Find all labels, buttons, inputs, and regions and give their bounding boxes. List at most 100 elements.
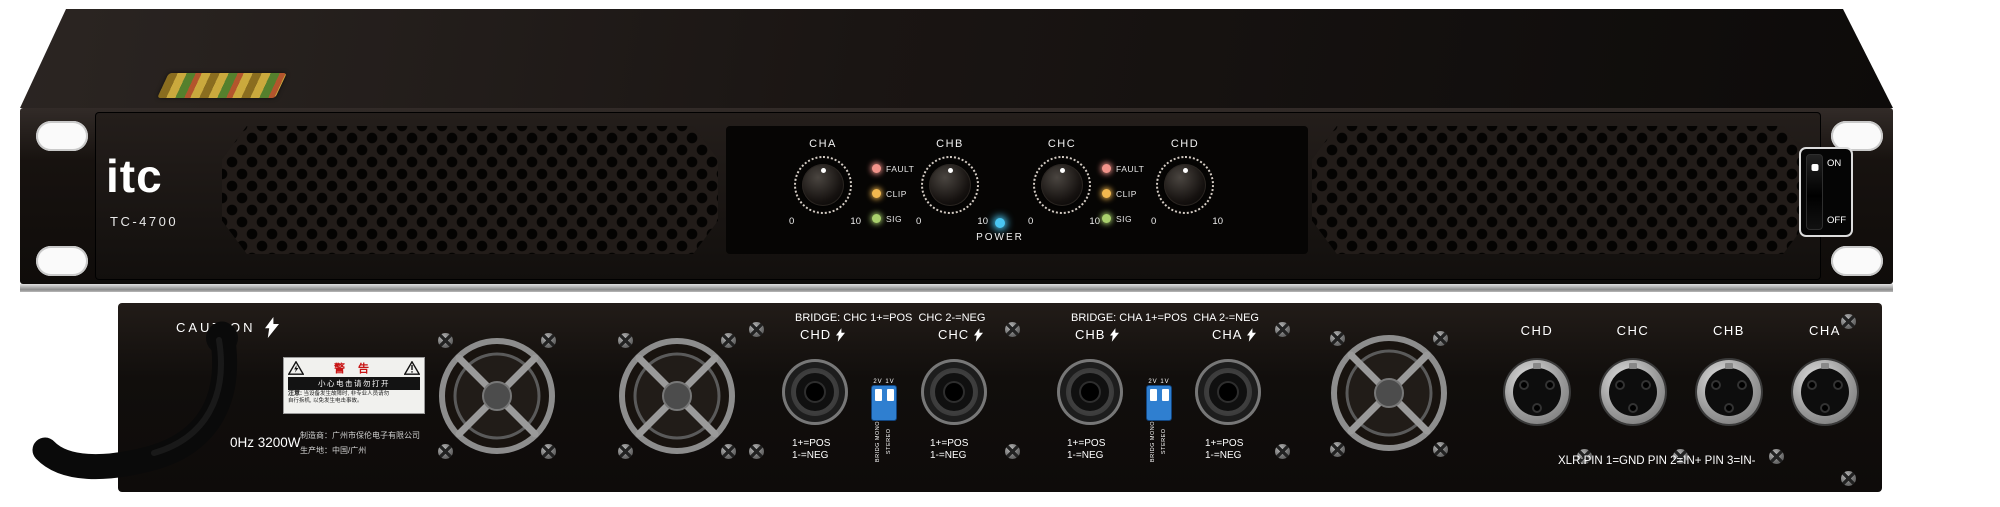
knob-indicator: [1059, 168, 1065, 173]
polarity-pos: 1+=POS: [930, 438, 969, 449]
sig-led-row: SIG: [1102, 206, 1144, 231]
channel-b-control: CHB 0 10: [912, 138, 988, 227]
screw-icon: [1433, 442, 1448, 457]
knob-cap[interactable]: [1041, 164, 1083, 206]
xlr-connector-cha: [1793, 360, 1857, 424]
warning-strip: 小心电击请勿打开: [288, 377, 420, 390]
power-label: POWER: [976, 232, 1024, 243]
fault-led-label: FAULT: [1116, 163, 1145, 174]
fault-led: [1102, 164, 1111, 173]
model-label: TC-4700: [110, 214, 179, 229]
xlr-label-chd: CHD: [1520, 323, 1554, 338]
scale-min: 0: [1028, 216, 1034, 227]
sig-led: [1102, 214, 1111, 223]
power-rocker[interactable]: [1806, 154, 1823, 230]
caution-warning: CAUTION: [176, 317, 279, 338]
gain-knob-chb[interactable]: 0 10: [916, 156, 988, 227]
dip-switch-block[interactable]: [1147, 386, 1171, 420]
fault-led-row: FAULT: [872, 156, 914, 181]
knob-scale-ring: [1156, 156, 1214, 214]
knob-indicator: [1182, 168, 1188, 173]
screw-icon: [541, 444, 556, 459]
screw-icon: [1275, 322, 1290, 337]
speakon-label-text: CHC: [938, 327, 970, 342]
channel-c-control: CHC 0 10: [1024, 138, 1100, 227]
bridge-note-1: BRIDGE: CHC 1+=POS CHC 2-=NEG: [795, 312, 986, 324]
scale-max: 10: [977, 216, 988, 227]
polarity-pos: 1+=POS: [1067, 438, 1106, 449]
warning-note-line1: 当设备发生故障时, 非专业人员请勿: [303, 391, 390, 397]
rack-ear-hole: [1831, 121, 1883, 151]
dip-switch-block[interactable]: [872, 386, 896, 420]
speakon-label-chc: CHC: [938, 327, 984, 342]
speakon-label-text: CHA: [1212, 327, 1243, 342]
knob-indicator: [947, 168, 953, 173]
channel-d-control: CHD 0 10: [1147, 138, 1223, 227]
screw-icon: [438, 444, 453, 459]
screw-icon: [1005, 322, 1020, 337]
dip-bridge-mono-label: BRIDG MONO: [1150, 421, 1156, 463]
clip-led: [1102, 189, 1111, 198]
polarity-note-chb: 1+=POS 1-=NEG: [1067, 438, 1105, 462]
polarity-pos: 1+=POS: [792, 438, 831, 449]
clip-led-label: CLIP: [1116, 188, 1137, 199]
screw-icon: [1005, 444, 1020, 459]
power-switch[interactable]: ON OFF: [1799, 147, 1853, 237]
channel-b-label: CHB: [936, 138, 964, 150]
manufacturer-line1: 制造商：广州市保伦电子有限公司: [300, 431, 420, 440]
scale-min: 0: [789, 216, 795, 227]
xlr-pinout-note: XLR:PIN 1=GND PIN 2=IN+ PIN 3=IN-: [1558, 455, 1756, 467]
screw-icon: [1577, 449, 1592, 464]
fault-led-row: FAULT: [1102, 156, 1144, 181]
warning-label: 警 告 小心电击请勿打开 注意: 当设备发生故障时, 非专业人员请勿 自行拆机,…: [283, 357, 425, 414]
channel-a-control: CHA 0 10: [785, 138, 861, 227]
gain-knob-chc[interactable]: 0 10: [1028, 156, 1100, 227]
knob-scale-ring: [921, 156, 979, 214]
screw-icon: [1841, 471, 1856, 486]
speakon-label-chd: CHD: [800, 327, 846, 342]
rack-ear-hole: [36, 121, 88, 151]
xlr-connector-chc: [1601, 360, 1665, 424]
polarity-neg: 1-=NEG: [1205, 450, 1242, 461]
dip-stereo-label: STEREO: [1161, 428, 1167, 455]
fan-grille-3: [1329, 333, 1449, 453]
channel-c-label: CHC: [1047, 138, 1077, 150]
speakon-connector-chb: [1057, 359, 1123, 425]
gain-knob-cha[interactable]: 0 10: [789, 156, 861, 227]
dip-stereo-label: STEREO: [886, 428, 892, 455]
rocker-mark: [1811, 164, 1818, 171]
sig-led-row: SIG: [872, 206, 914, 231]
lightning-icon: [836, 327, 846, 342]
led-cluster-cd: FAULT CLIP SIG: [1102, 156, 1144, 231]
switch-on-label: ON: [1827, 158, 1842, 169]
screw-icon: [749, 444, 764, 459]
knob-cap[interactable]: [929, 164, 971, 206]
screw-icon: [1330, 331, 1345, 346]
xlr-label-cha: CHA: [1809, 323, 1841, 338]
warning-note-line2: 自行拆机, 以免发生电击事故。: [288, 397, 363, 404]
screw-icon: [1330, 442, 1345, 457]
warning-title: 警 告: [333, 363, 375, 375]
xlr-connector-chb: [1697, 360, 1761, 424]
fan-grille-1: [437, 336, 557, 456]
rack-ear-hole: [36, 246, 88, 276]
channel-a-label: CHA: [809, 138, 837, 150]
screw-icon: [1673, 449, 1688, 464]
mode-dip-switch-1[interactable]: 2V 1V BRIDG MONO STEREO: [862, 379, 906, 462]
fault-led: [872, 164, 881, 173]
dip-voltage-labels: 2V 1V: [1148, 379, 1170, 385]
speakon-connector-chd: [782, 359, 848, 425]
knob-cap[interactable]: [1164, 164, 1206, 206]
scale-min: 0: [1151, 216, 1157, 227]
knob-scale-ring: [1033, 156, 1091, 214]
sig-led-label: SIG: [886, 213, 903, 224]
gain-knob-chd[interactable]: 0 10: [1151, 156, 1223, 227]
screw-icon: [541, 333, 556, 348]
fan-grille-2: [617, 336, 737, 456]
vent-grille-right: [1312, 126, 1808, 254]
speakon-label-text: CHB: [1075, 327, 1106, 342]
knob-cap[interactable]: [802, 164, 844, 206]
manufacturer-line2: 生产地：中国/广州: [300, 446, 367, 455]
mode-dip-switch-2[interactable]: 2V 1V BRIDG MONO STEREO: [1137, 379, 1181, 462]
